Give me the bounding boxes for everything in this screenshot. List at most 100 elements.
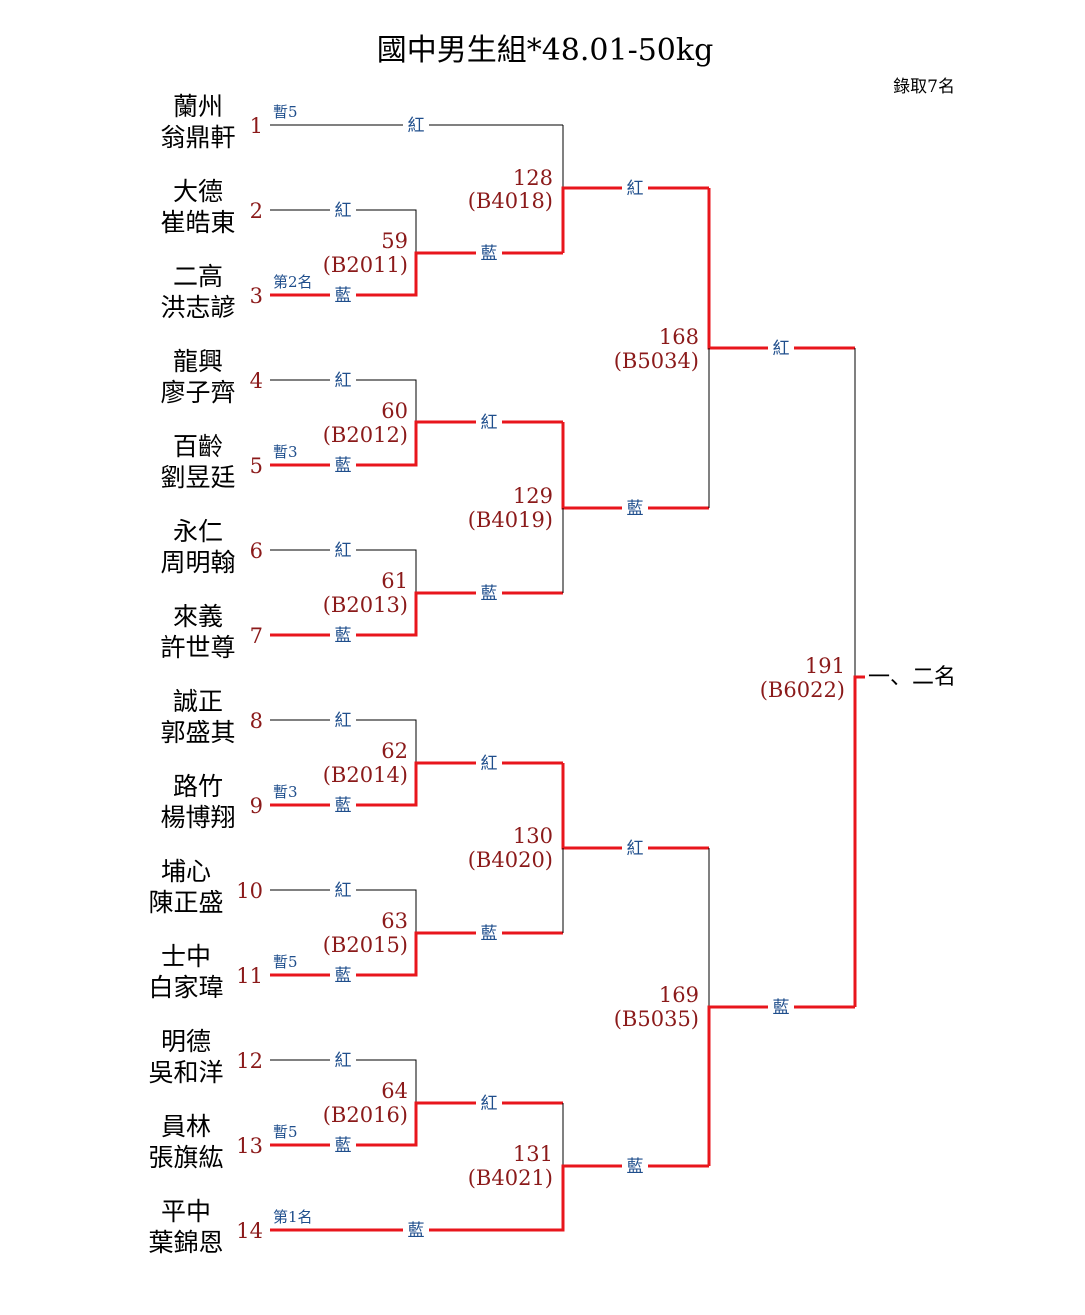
seed-number: 12 — [236, 1049, 263, 1073]
match-128: 128 (B4018) — [468, 166, 553, 213]
corner-label-red: 紅 — [335, 881, 352, 901]
corner-label-blue: 藍 — [335, 1136, 352, 1156]
line-winner-128 — [561, 186, 709, 253]
athlete-name: 許世尊 — [160, 633, 235, 662]
match-number: 63 — [381, 909, 408, 933]
line-winner-59 — [270, 251, 563, 297]
entrant-13: 員林 張旗紘 13 暫5 — [148, 1112, 297, 1172]
seed-number: 13 — [236, 1134, 263, 1158]
corner-label-blue: 藍 — [335, 456, 352, 476]
school-name: 來義 — [173, 602, 223, 631]
entrant-4: 龍興 廖子齊 4 — [160, 347, 263, 407]
result-tag: 暫5 — [273, 1123, 298, 1141]
corner-label-red: 紅 — [335, 201, 352, 221]
entrant-1: 蘭州 翁鼎軒 1 暫5 — [160, 92, 297, 152]
result-tag: 暫3 — [273, 783, 298, 801]
match-168: 168 (B5034) — [614, 325, 699, 373]
seed-number: 9 — [250, 794, 263, 818]
corner-label-red: 紅 — [335, 711, 352, 731]
match-number: 62 — [381, 739, 408, 763]
corner-label-red: 紅 — [627, 839, 644, 859]
line-entrant-4 — [270, 379, 417, 422]
match-number: 131 — [513, 1142, 553, 1166]
corner-label-blue: 藍 — [408, 1221, 425, 1241]
entrant-6: 永仁 周明翰 6 — [160, 517, 263, 577]
page-title: 國中男生組*48.01-50kg — [377, 33, 714, 68]
line-entrant-10 — [270, 889, 417, 933]
corner-label-blue: 藍 — [335, 966, 352, 986]
corner-label-red: 紅 — [408, 116, 425, 136]
school-name: 龍興 — [173, 347, 223, 376]
line-winner-169 — [707, 1005, 855, 1166]
line-winner-63 — [270, 931, 563, 977]
match-number: 61 — [381, 569, 408, 593]
match-number: 169 — [659, 983, 699, 1007]
school-name: 永仁 — [173, 517, 223, 546]
match-code: (B4021) — [468, 1166, 553, 1190]
match-number: 60 — [381, 399, 408, 423]
match-number: 191 — [805, 654, 845, 678]
seed-number: 10 — [236, 879, 263, 903]
athlete-name: 劉昱廷 — [160, 463, 235, 492]
line-entrant-6 — [270, 549, 417, 593]
seed-number: 4 — [250, 369, 263, 393]
corner-label-red: 紅 — [335, 371, 352, 391]
match-number: 59 — [381, 229, 408, 253]
match-code: (B4020) — [468, 848, 553, 872]
final-label: 一、二名 — [868, 665, 956, 690]
athlete-name: 白家瑋 — [148, 973, 223, 1002]
line-winner-191 — [853, 675, 865, 1007]
match-code: (B2011) — [323, 253, 408, 277]
athlete-name: 廖子齊 — [160, 378, 235, 407]
corner-label-red: 紅 — [627, 179, 644, 199]
match-code: (B5035) — [614, 1007, 699, 1031]
school-name: 明德 — [161, 1027, 211, 1056]
match-169: 169 (B5035) — [614, 983, 699, 1031]
entrant-2: 大德 崔皓東 2 — [160, 177, 263, 237]
corner-label-blue: 藍 — [335, 796, 352, 816]
line-winner-168 — [707, 188, 855, 350]
match-63: 63 (B2015) — [323, 909, 408, 957]
athlete-name: 張旗紘 — [148, 1143, 223, 1172]
match-61: 61 (B2013) — [323, 569, 408, 617]
corner-label-blue: 藍 — [627, 499, 644, 519]
match-62: 62 (B2014) — [323, 739, 408, 787]
corner-label-red: 紅 — [481, 754, 498, 774]
admit-note: 錄取7名 — [893, 77, 955, 97]
corner-label-red: 紅 — [335, 541, 352, 561]
entrant-9: 路竹 楊博翔 9 暫3 — [160, 772, 297, 832]
corner-label-blue: 藍 — [627, 1157, 644, 1177]
entrant-12: 明德 吳和洋 12 — [148, 1027, 263, 1087]
result-tag: 暫5 — [273, 953, 298, 971]
athlete-name: 陳正盛 — [148, 888, 223, 917]
seed-number: 5 — [250, 454, 263, 478]
athlete-name: 葉錦恩 — [148, 1228, 223, 1257]
match-code: (B2014) — [323, 763, 408, 787]
athlete-name: 崔皓東 — [160, 208, 235, 237]
athlete-name: 周明翰 — [160, 548, 235, 577]
seed-number: 2 — [250, 199, 263, 223]
line-winner-62 — [270, 761, 563, 807]
match-number: 129 — [513, 484, 553, 508]
corner-labels: 紅 紅 藍 藍 紅 紅 藍 紅 紅 藍 藍 藍 紅 紅 藍 紅 紅 藍 藍 紅 … — [330, 114, 794, 1241]
entrant-5: 百齡 劉昱廷 5 暫3 — [160, 432, 297, 492]
result-tag: 第2名 — [273, 273, 313, 291]
line-winner-130 — [561, 763, 709, 850]
entrant-14: 平中 葉錦恩 14 第1名 — [148, 1197, 312, 1257]
match-number: 64 — [381, 1079, 408, 1103]
athlete-name: 楊博翔 — [160, 803, 235, 832]
result-tag: 暫3 — [273, 443, 298, 461]
line-entrant-12 — [270, 1059, 417, 1103]
corner-label-blue: 藍 — [481, 244, 498, 264]
match-code: (B5034) — [614, 349, 699, 373]
line-winner-61 — [270, 591, 563, 637]
entrant-10: 埔心 陳正盛 10 — [148, 857, 263, 917]
seed-number: 8 — [250, 709, 263, 733]
match-59: 59 (B2011) — [323, 229, 408, 277]
line-entrant-2 — [270, 209, 417, 253]
corner-label-blue: 藍 — [481, 924, 498, 944]
match-code: (B2013) — [323, 593, 408, 617]
corner-label-blue: 藍 — [335, 286, 352, 306]
